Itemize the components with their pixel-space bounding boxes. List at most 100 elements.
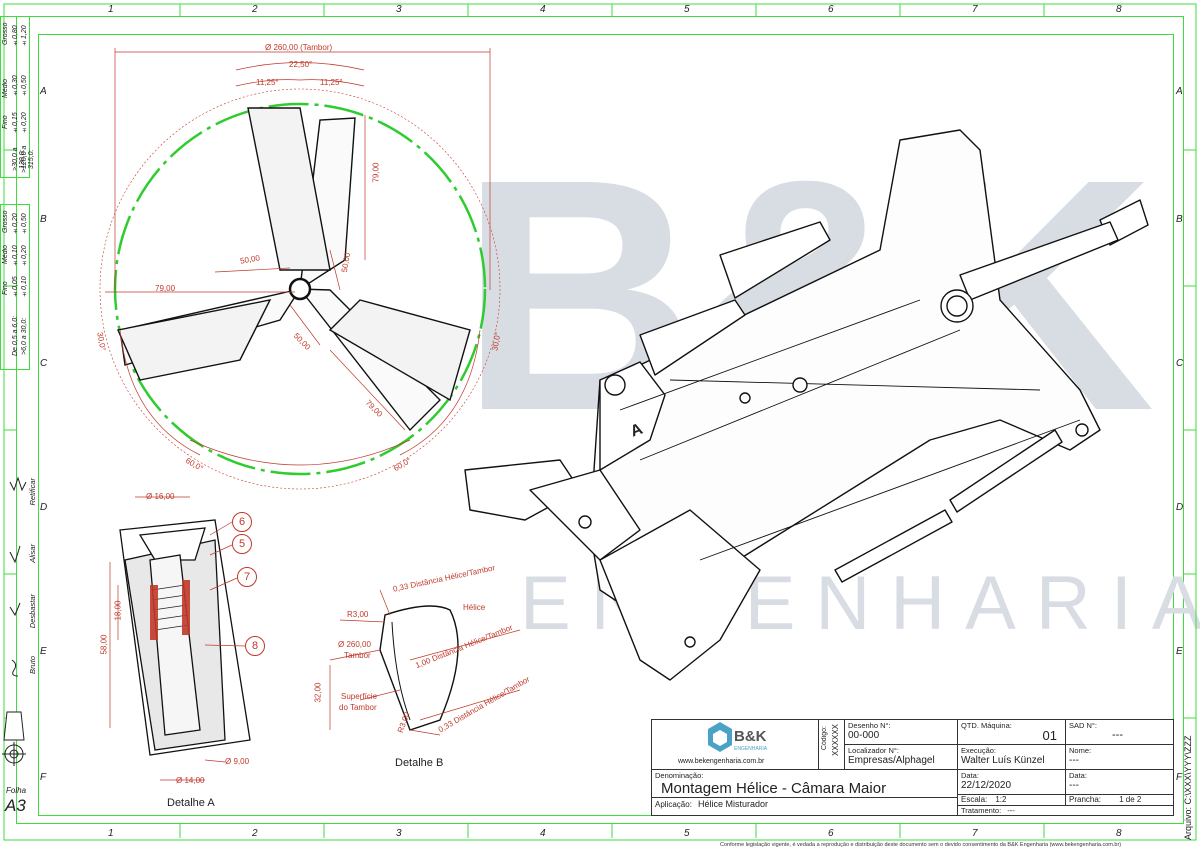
tb-aplicacao-label: Aplicação: bbox=[655, 800, 692, 809]
tol1-r1-medio: ±0,30 bbox=[12, 75, 19, 97]
row-label-left-C: C bbox=[40, 358, 48, 369]
tol2-r2-medio: ±0,20 bbox=[21, 245, 28, 267]
tb-company-sub: ENGENHARIA bbox=[734, 746, 768, 752]
column-label-bottom-1: 1 bbox=[108, 828, 114, 839]
tol1-r2-medio: ±0,50 bbox=[21, 75, 28, 97]
dim-angle-22: 22,50° bbox=[289, 60, 313, 69]
tol1-r2-fino: ±0,20 bbox=[21, 112, 28, 134]
column-label-top-1: 1 bbox=[108, 4, 114, 15]
tb-prancha-label: Prancha: bbox=[1069, 795, 1102, 804]
tol1-header-grosso: Grosso bbox=[2, 22, 9, 46]
column-label-bottom-4: 4 bbox=[540, 828, 546, 839]
row-label-right-A: A bbox=[1176, 86, 1183, 97]
dim-diameter-16: Ø 16,00 bbox=[146, 492, 175, 501]
row-label-right-E: E bbox=[1176, 646, 1183, 657]
tol1-r1-grosso: ±0,80 bbox=[12, 25, 19, 47]
detail-b-drawing bbox=[329, 589, 521, 736]
drawing-inner-border bbox=[38, 34, 1174, 816]
tb-desenho-label: Desenho N°: bbox=[848, 721, 891, 730]
tb-nome-label: Nome: bbox=[1069, 746, 1092, 755]
tb-tratamento-cell: Tratamento: --- bbox=[958, 806, 1174, 816]
row-label-left-D: D bbox=[40, 502, 48, 513]
label-superficie: Superfície bbox=[341, 692, 378, 701]
tb-execucao-value: Walter Luís Künzel bbox=[961, 755, 1045, 766]
helix-section-view bbox=[99, 48, 501, 490]
tb-nome-cell: Nome: --- bbox=[1066, 745, 1174, 770]
tol2-r2-fino: ±0,10 bbox=[21, 276, 28, 298]
tol1-r2-grosso: ±1,20 bbox=[21, 25, 28, 47]
tb-execucao-cell: Execução: Walter Luís Künzel bbox=[958, 745, 1066, 770]
dim-79-top: 79,00 bbox=[371, 162, 381, 183]
row-label-left-B: B bbox=[40, 214, 47, 225]
tb-data1-value: 22/12/2020 bbox=[961, 780, 1012, 791]
label-tambor: Tambor bbox=[344, 651, 371, 660]
tb-data1-label: Data: bbox=[961, 771, 979, 780]
tb-data1-cell: Data: 22/12/2020 bbox=[958, 770, 1066, 795]
title-block: B&K ENGENHARIA www.bekengenharia.com.br … bbox=[651, 719, 1174, 816]
label-helice: Hélice bbox=[463, 603, 486, 612]
callout-8: 8 bbox=[245, 636, 265, 656]
finish-alisar: Alisar bbox=[28, 544, 37, 563]
column-label-top-5: 5 bbox=[684, 4, 690, 15]
tb-data2-value: --- bbox=[1069, 780, 1079, 791]
isometric-assembly bbox=[464, 129, 1149, 681]
dim-diameter-tambor: Ø 260,00 (Tambor) bbox=[265, 43, 333, 52]
tolerance-table-1: Grosso Médio Fino ±0,80 ±1,20 ±0,30 ±0,5… bbox=[0, 16, 35, 178]
tb-escala-value: 1:2 bbox=[995, 795, 1007, 804]
column-label-bottom-3: 3 bbox=[396, 828, 402, 839]
tb-prancha-cell: Prancha: 1 de 2 bbox=[1066, 795, 1174, 806]
tb-escala-label: Escala: bbox=[961, 795, 988, 804]
tb-codigo-value: XXXXXX bbox=[831, 724, 840, 757]
column-label-top-2: 2 bbox=[252, 4, 258, 15]
tb-codigo-label: Código: bbox=[821, 726, 828, 751]
tb-localizador-label: Localizador N°: bbox=[848, 746, 899, 755]
dim-angle-11-a: 11,25° bbox=[256, 78, 279, 87]
row-label-left-A: A bbox=[40, 86, 47, 97]
tb-codigo-cell: Código: XXXXXX bbox=[819, 720, 845, 770]
finish-symbols-icon bbox=[2, 476, 27, 766]
dim-r3-top: R3,00 bbox=[347, 610, 369, 619]
tb-denominacao-value: Montagem Hélice - Câmara Maior bbox=[661, 780, 887, 797]
tb-data2-cell: Data: --- bbox=[1066, 770, 1174, 795]
dim-angle-11-b: 11,25° bbox=[320, 78, 343, 87]
tol1-r2-range: >120,0 a 315,0: bbox=[21, 145, 35, 173]
tb-localizador-value: Empresas/Alphagel bbox=[848, 755, 935, 766]
tb-qtd-label: QTD. Máquina: bbox=[961, 721, 1012, 730]
tol2-r1-range: De 0,5 a 6,0: bbox=[12, 315, 19, 357]
row-label-right-F: F bbox=[1176, 772, 1183, 783]
tb-tratamento-label: Tratamento: bbox=[961, 806, 1002, 815]
tol2-header-medio: Médio bbox=[2, 244, 9, 264]
tol2-r1-medio: ±0,10 bbox=[12, 245, 19, 267]
column-label-bottom-8: 8 bbox=[1116, 828, 1122, 839]
detail-b-title: Detalhe B bbox=[395, 757, 444, 769]
tb-qtd-cell: QTD. Máquina: 01 bbox=[958, 720, 1066, 745]
tb-escala-cell: Escala: 1:2 bbox=[958, 795, 1066, 806]
callout-6: 6 bbox=[232, 512, 252, 532]
column-label-top-7: 7 bbox=[972, 4, 978, 15]
tol2-r2-range: >6,0 a 30,0: bbox=[21, 317, 28, 355]
row-label-left-F: F bbox=[40, 772, 47, 783]
tol2-header-grosso: Grosso bbox=[2, 210, 9, 234]
detail-a-title: Detalhe A bbox=[167, 797, 215, 809]
tb-execucao-label: Execução: bbox=[961, 746, 997, 755]
footer-legal: Conforme legislação vigente, é vedada a … bbox=[720, 842, 1122, 848]
tb-aplicacao-cell: Aplicação: Hélice Misturador bbox=[652, 798, 958, 816]
column-label-top-4: 4 bbox=[540, 4, 546, 15]
tb-sad-label: SAD N°: bbox=[1069, 721, 1098, 730]
tol1-r1-fino: ±0,15 bbox=[12, 112, 19, 134]
finish-bruto: Bruto bbox=[28, 656, 37, 674]
column-label-top-6: 6 bbox=[828, 4, 834, 15]
bk-logo-icon bbox=[708, 722, 732, 752]
tol1-header-medio: Médio bbox=[2, 78, 9, 98]
finish-retificar: Retificar bbox=[28, 478, 37, 506]
tb-prancha-value: 1 de 2 bbox=[1119, 795, 1142, 804]
sheet-size: A3 bbox=[5, 796, 26, 815]
dim-18: 18,00 bbox=[113, 600, 123, 621]
tb-nome-value: --- bbox=[1069, 755, 1079, 766]
tol2-r1-grosso: ±0,20 bbox=[12, 213, 19, 235]
row-label-right-D: D bbox=[1176, 502, 1184, 513]
tol2-r1-fino: ±0,05 bbox=[12, 276, 19, 298]
column-label-bottom-2: 2 bbox=[252, 828, 258, 839]
tb-sad-value: --- bbox=[1112, 729, 1123, 741]
